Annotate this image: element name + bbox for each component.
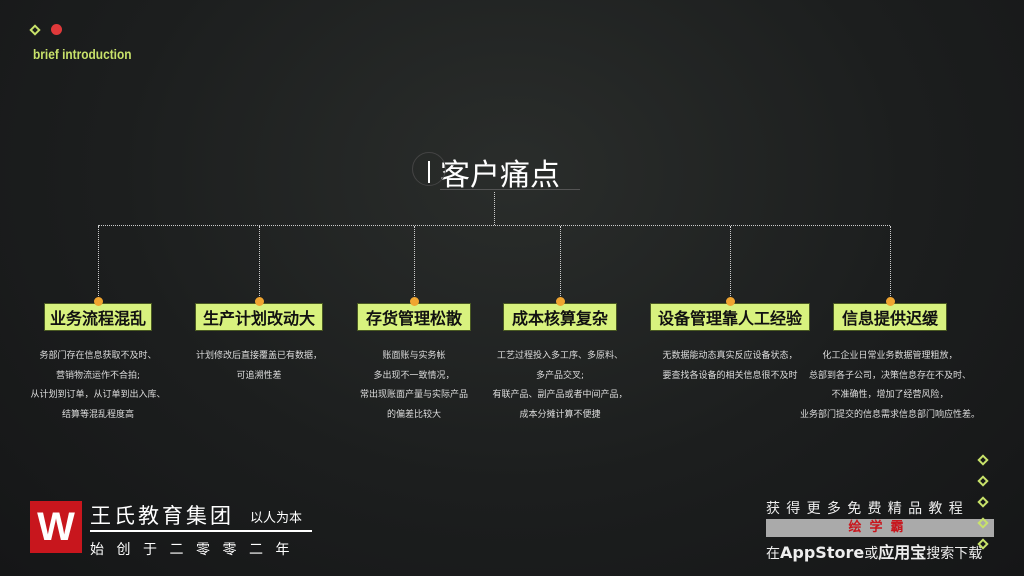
description-line: 有联产品、副产品或者中间产品， (492, 390, 628, 400)
description-line: 从计划到订单，从订单到出入库、 (30, 390, 166, 400)
pain-point-description: 账面账与实务帐多出现不一致情况， 常出现账面产量与实际产品的偏差比较大 (314, 347, 514, 425)
red-dot-icon (51, 24, 62, 35)
company-motto: 以人为本 (250, 511, 303, 526)
pain-point-description: 务部门存在信息获取不及时、营销物流运作不合拍; 从计划到订单，从订单到出入库、结算… (0, 347, 198, 425)
pain-point-label: 生产计划改动大 (195, 303, 323, 331)
connector-drop (98, 226, 99, 298)
page-title-text: 客户痛点 (440, 158, 560, 193)
pin-dot-icon (254, 297, 264, 306)
promo-download: 在AppStore或应用宝搜索下载 (766, 543, 983, 562)
description-line: 业务部门提交的信息需求信息部门响应性差。 (799, 409, 980, 420)
description-line: 要查找各设备的相关信息很不及时 (662, 370, 798, 381)
page-title: 客户痛点 (412, 150, 560, 194)
description-line: 常出现账面产量与实际产品 (359, 390, 468, 400)
description-line: 化工企业日常业务数据管理粗放， (822, 351, 958, 361)
company-logo: W (30, 501, 82, 553)
description-line: 不准确性，增加了经营风险， (831, 390, 949, 400)
connector-drop (259, 226, 260, 298)
pain-point-label: 信息提供迟缓 (833, 303, 947, 331)
company-name: 王氏教育集团 (90, 504, 234, 528)
connector-drop (414, 226, 415, 298)
pain-point-description: 工艺过程投入多工序、多原料、多产品交叉; 有联产品、副产品或者中间产品， 成本分摊计… (460, 347, 660, 425)
connector-drop (560, 226, 561, 298)
pin-dot-icon (409, 297, 419, 306)
diamond-icon (977, 475, 989, 487)
subtitle: brief introduction (33, 46, 132, 62)
pain-point-description: 化工企业日常业务数据管理粗放， 总部到各子公司，决策信息存在不及时、不准确性，增加… (790, 347, 990, 425)
diamond-icon (977, 496, 989, 508)
footer-divider (90, 530, 312, 532)
description-line: 总部到各子公司，决策信息存在不及时、 (808, 370, 971, 381)
pin-dot-icon (555, 297, 565, 306)
description-line: 结算等混乱程度高 (61, 409, 134, 420)
description-line: 工艺过程投入多工序、多原料、 (496, 351, 623, 361)
connector-horizontal (98, 225, 890, 226)
title-underline (440, 189, 580, 190)
pin-dot-icon (725, 297, 735, 306)
pain-point-label: 存货管理松散 (357, 303, 471, 331)
description-line: 多产品交叉; (535, 370, 585, 381)
connector-drop (730, 226, 731, 298)
description-line: 无数据能动态真实反应设备状态， (662, 351, 798, 361)
description-line: 可追溯性差 (236, 370, 282, 381)
pin-dot-icon (93, 297, 103, 306)
title-ring-decoration (412, 152, 446, 186)
diamond-icon (977, 454, 989, 466)
description-line: 计划修改后直接覆盖已有数据， (195, 351, 322, 361)
pain-point-label: 业务流程混乱 (44, 303, 152, 331)
connector-vertical (494, 192, 495, 225)
promo-line: 获得更多免费精品教程 (766, 501, 969, 517)
description-line: 成本分摊计算不便捷 (519, 409, 601, 420)
pain-point-description: 无数据能动态真实反应设备状态， 要查找各设备的相关信息很不及时 (630, 347, 830, 386)
promo-brand: 绘学霸 (766, 519, 994, 537)
pain-point-description: 计划修改后直接覆盖已有数据， 可追溯性差 (159, 347, 359, 386)
pain-point-label: 设备管理靠人工经验 (650, 303, 810, 331)
pin-dot-icon (885, 297, 895, 306)
description-line: 营销物流运作不合拍; (55, 370, 141, 381)
company-since: 始创于二零零二年 (90, 542, 302, 558)
description-line: 的偏差比较大 (386, 409, 441, 420)
description-line: 多出现不一致情况， (373, 370, 455, 381)
description-line: 账面账与实务帐 (382, 351, 446, 361)
diamond-icon (29, 24, 41, 36)
description-line: 务部门存在信息获取不及时、 (39, 351, 157, 361)
connector-drop (890, 226, 891, 298)
pain-point-label: 成本核算复杂 (503, 303, 617, 331)
